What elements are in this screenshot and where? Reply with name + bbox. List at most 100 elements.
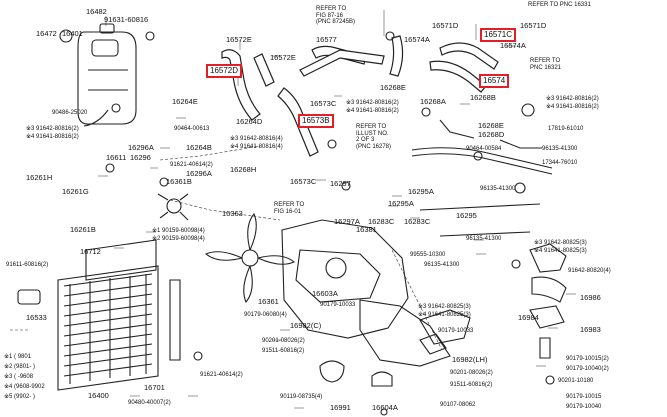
part-label: 16571D — [432, 21, 459, 30]
part-label: 16986 — [580, 293, 601, 302]
part-label: 91511-60816(2) — [450, 382, 493, 388]
part-label: ※3 91642-80816(2) — [546, 96, 599, 102]
dashed-boundaries — [10, 145, 443, 351]
part-label: 16573C — [310, 99, 337, 108]
part-label: 16296A — [186, 169, 212, 178]
part-label: ※3 91642-80825(3) — [418, 304, 471, 310]
part-label: 96135-41300 — [424, 262, 460, 268]
part-label: 16264B — [186, 143, 212, 152]
part-label: 16603A — [312, 289, 338, 298]
key-row: ※2 (9801- ) — [4, 364, 36, 370]
part-label: 16533 — [26, 313, 47, 322]
part-label: 16401 — [62, 29, 83, 38]
part-label: 16268E — [478, 121, 504, 130]
part-label: 16573C — [290, 177, 317, 186]
part-label: 91611-60816(2) — [6, 262, 49, 268]
key-row: ※5 (9902- ) — [4, 394, 36, 400]
part-label: 90179-10015 — [566, 394, 602, 400]
part-label: 16577 — [316, 35, 337, 44]
part-label: 90179-06080(4) — [244, 312, 287, 318]
part-label: 90201-08026(2) — [450, 370, 493, 376]
part-label: 16264D — [236, 117, 263, 126]
highlight-16572D[interactable]: 16572D — [206, 64, 243, 78]
part-label: ※4 91641-80825(3) — [534, 248, 587, 254]
part-label: 16361 — [258, 297, 279, 306]
part-label: 16296 — [130, 153, 151, 162]
part-label: 16297 — [330, 179, 351, 188]
reservoir-tank — [59, 23, 137, 127]
part-label: ※4 91641-80825(3) — [418, 312, 471, 318]
part-label: 90464-00613 — [174, 126, 210, 132]
year-code-key: ※1 ( 9801 ※2 (9801- ) ※3 ( -9608 ※4 (960… — [4, 354, 45, 400]
brackets — [319, 243, 567, 387]
part-label: 16701 — [144, 383, 165, 392]
part-label: 16268A — [420, 97, 446, 106]
highlight-16571C[interactable]: 16571C — [480, 28, 517, 42]
part-label: 90201-10180 — [558, 378, 594, 384]
part-label: 96135-41300 — [466, 236, 502, 242]
engine-block — [281, 219, 471, 367]
part-label: 90179-10040 — [566, 404, 602, 410]
refer-note-fig87: REFER TO FIG 87-16 (PNC 87245B) — [316, 6, 356, 26]
key-row: ※4 (9608-9902 — [4, 384, 45, 390]
part-label: ※4 91641-80816(2) — [346, 108, 399, 114]
part-label: 90486-25020 — [52, 110, 88, 116]
key-row: ※1 ( 9801 — [4, 354, 32, 360]
part-label: 17344-76010 — [542, 160, 578, 166]
refer-note-illust: REFER TO ILLUST NO. 2 OF 3 (PNC 16278) — [356, 124, 392, 150]
part-label: 16572E — [270, 53, 296, 62]
part-label: 16572E — [226, 35, 252, 44]
part-label: ※3 91642-80816(4) — [230, 136, 283, 142]
part-label: 91621-40614(2) — [200, 372, 243, 378]
part-label: 16574A — [500, 41, 526, 50]
part-label: ※3 91642-80816(2) — [346, 100, 399, 106]
highlight-16574[interactable]: 16574 — [479, 74, 510, 88]
part-label: 91621-40614(2) — [170, 162, 213, 168]
part-label: 16264E — [172, 97, 198, 106]
part-label: 16268H — [230, 165, 257, 174]
part-label: 16982(LH) — [452, 355, 488, 364]
part-label: 16268E — [380, 83, 406, 92]
part-label: 90179-10033 — [438, 328, 474, 334]
cooling-fan — [157, 193, 296, 304]
part-label: 90179-10040(2) — [566, 366, 609, 372]
part-label: 16571D — [520, 21, 547, 30]
part-label: 91511-60816(2) — [262, 348, 305, 354]
refer-note-pnc16331: REFER TO PNC 16331 — [528, 2, 591, 8]
part-label: 16381 — [356, 225, 377, 234]
part-label: 91642-80820(4) — [568, 268, 611, 274]
part-label: 96135-41300 — [542, 146, 578, 152]
part-label: 90119-08735(4) — [280, 394, 323, 400]
part-label: 90179-10015(2) — [566, 356, 609, 362]
part-label: 16363 — [222, 209, 243, 218]
part-label: 16982(C) — [290, 321, 322, 330]
part-label: 90201-08026(2) — [262, 338, 305, 344]
part-label: 90480-40007(2) — [128, 400, 171, 406]
part-label: ※1 90159-60098(4) — [152, 228, 205, 234]
radiator — [17, 239, 181, 391]
part-label: 16297A — [334, 217, 360, 226]
part-label: 16991 — [330, 403, 351, 412]
refer-note-pnc16321: REFER TO PNC 16321 — [530, 58, 562, 71]
part-label: 16604A — [372, 403, 398, 412]
part-label: 96135-41300 — [480, 186, 516, 192]
part-label: 16611 — [106, 153, 127, 162]
part-label: 16283C — [404, 217, 431, 226]
highlight-16573B[interactable]: 16573B — [298, 114, 334, 128]
refer-note-fig16: REFER TO FIG 16-01 — [274, 202, 305, 215]
part-label: 16983 — [580, 325, 601, 334]
part-label: 17819-61010 — [548, 126, 584, 132]
part-label: 16261B — [70, 225, 96, 234]
part-label: ※2 90159-60098(4) — [152, 236, 205, 242]
part-label: ※3 91642-80816(2) — [26, 126, 79, 132]
key-row: ※3 ( -9608 — [4, 374, 34, 380]
part-label: 16482 — [86, 7, 107, 16]
part-label: 16295A — [408, 187, 434, 196]
part-label: 16400 — [88, 391, 109, 400]
part-label: 16361B — [166, 177, 192, 186]
part-label: 16295 — [456, 211, 477, 220]
part-label: 16984 — [518, 313, 539, 322]
part-label: ※4 91641-80816(4) — [230, 144, 283, 150]
part-label: ※3 91642-80825(3) — [534, 240, 587, 246]
